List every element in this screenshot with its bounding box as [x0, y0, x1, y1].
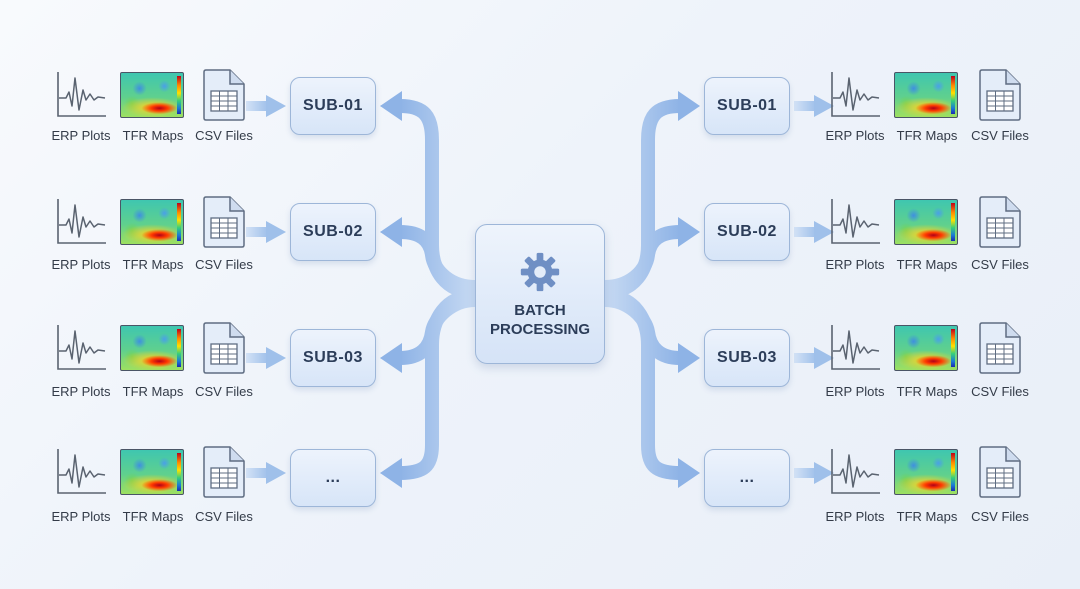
left-row-1-heatmap-icon: [120, 72, 184, 118]
right-subject-box-2: SUB-02: [704, 203, 790, 261]
colorbar: [177, 453, 181, 491]
right-arrowhead-2: [678, 217, 700, 247]
right-row-1-erp-label: ERP Plots: [825, 128, 885, 143]
left-row-1-waveform-icon: [57, 72, 106, 117]
batch-label-line1: BATCH: [514, 302, 566, 319]
right-small-arrowhead-2: [814, 221, 834, 243]
right-row-3-spreadsheet-file-icon: [979, 322, 1021, 374]
left-row-1-erp-label: ERP Plots: [51, 128, 111, 143]
right-small-arrow-shaft-1: [794, 101, 816, 111]
left-subject-box-more: ...: [290, 449, 376, 507]
colorbar: [951, 453, 955, 491]
right-row-4-heatmap-icon: [894, 449, 958, 495]
colorbar: [951, 203, 955, 241]
right-row-4-tfr-label: TFR Maps: [896, 509, 958, 524]
right-row-2-erp-label: ERP Plots: [825, 257, 885, 272]
right-row-4-csv-label: CSV Files: [971, 509, 1029, 524]
left-row-3-waveform-icon: [57, 325, 106, 370]
right-row-1-spreadsheet-file-icon: [979, 69, 1021, 121]
right-flow-2: [604, 225, 681, 294]
left-row-1-csv-label: CSV Files: [195, 128, 253, 143]
right-subject-box-3: SUB-03: [704, 329, 790, 387]
left-small-arrowhead-1: [266, 95, 286, 117]
right-row-3-erp-label: ERP Plots: [825, 384, 885, 399]
right-row-1-waveform-icon: [831, 72, 880, 117]
right-arrowhead-3: [678, 343, 700, 373]
right-row-2-waveform-icon: [831, 199, 880, 244]
left-row-3-tfr-label: TFR Maps: [122, 384, 184, 399]
right-small-arrow-shaft-4: [794, 468, 816, 478]
right-row-4-erp-label: ERP Plots: [825, 509, 885, 524]
left-row-2-erp-label: ERP Plots: [51, 257, 111, 272]
colorbar: [177, 76, 181, 114]
right-row-4-spreadsheet-file-icon: [979, 446, 1021, 498]
left-row-2-heatmap-icon: [120, 199, 184, 245]
left-small-arrow-shaft-2: [246, 227, 268, 237]
left-row-2-waveform-icon: [57, 199, 106, 244]
right-row-4-waveform-icon: [831, 449, 880, 494]
right-row-3-tfr-label: TFR Maps: [896, 384, 958, 399]
right-row-3-csv-label: CSV Files: [971, 384, 1029, 399]
left-arrowhead-4: [380, 458, 402, 488]
left-arrowhead-3: [380, 343, 402, 373]
left-row-4-heatmap-icon: [120, 449, 184, 495]
left-small-arrow-shaft-1: [246, 101, 268, 111]
batch-processing-box: BATCH PROCESSING: [475, 224, 605, 364]
left-row-4-csv-label: CSV Files: [195, 509, 253, 524]
left-row-1-spreadsheet-file-icon: [203, 69, 245, 121]
left-subject-box-1: SUB-01: [290, 77, 376, 135]
batch-label-line2: PROCESSING: [489, 321, 591, 338]
colorbar: [951, 329, 955, 367]
right-subject-box-more: ...: [704, 449, 790, 507]
right-small-arrowhead-3: [814, 347, 834, 369]
left-arrowhead-2: [380, 217, 402, 247]
left-small-arrow-shaft-3: [246, 353, 268, 363]
right-small-arrow-shaft-2: [794, 227, 816, 237]
right-row-3-waveform-icon: [831, 325, 880, 370]
left-row-3-erp-label: ERP Plots: [51, 384, 111, 399]
colorbar: [177, 203, 181, 241]
left-row-3-heatmap-icon: [120, 325, 184, 371]
right-row-2-csv-label: CSV Files: [971, 257, 1029, 272]
left-subject-box-2: SUB-02: [290, 203, 376, 261]
left-row-4-erp-label: ERP Plots: [51, 509, 111, 524]
left-row-2-spreadsheet-file-icon: [203, 196, 245, 248]
right-small-arrow-shaft-3: [794, 353, 816, 363]
right-row-2-tfr-label: TFR Maps: [896, 257, 958, 272]
colorbar: [951, 76, 955, 114]
right-small-arrowhead-4: [814, 462, 834, 484]
gear-icon: [520, 252, 560, 292]
colorbar: [177, 329, 181, 367]
left-arrowhead-1: [380, 91, 402, 121]
right-row-1-heatmap-icon: [894, 72, 958, 118]
left-row-4-tfr-label: TFR Maps: [122, 509, 184, 524]
right-small-arrowhead-1: [814, 95, 834, 117]
right-arrowhead-1: [678, 91, 700, 121]
right-subject-box-1: SUB-01: [704, 77, 790, 135]
left-row-1-tfr-label: TFR Maps: [122, 128, 184, 143]
right-flow-4: [604, 289, 681, 480]
left-flow-4: [399, 289, 476, 480]
left-row-4-waveform-icon: [57, 449, 106, 494]
right-arrowhead-4: [678, 458, 700, 488]
left-row-2-csv-label: CSV Files: [195, 257, 253, 272]
left-row-3-spreadsheet-file-icon: [203, 322, 245, 374]
left-subject-box-3: SUB-03: [290, 329, 376, 387]
left-row-3-csv-label: CSV Files: [195, 384, 253, 399]
right-row-2-heatmap-icon: [894, 199, 958, 245]
left-flow-2: [399, 225, 476, 294]
right-row-3-heatmap-icon: [894, 325, 958, 371]
right-row-2-spreadsheet-file-icon: [979, 196, 1021, 248]
right-row-1-tfr-label: TFR Maps: [896, 128, 958, 143]
left-row-2-tfr-label: TFR Maps: [122, 257, 184, 272]
left-small-arrowhead-3: [266, 347, 286, 369]
left-small-arrowhead-4: [266, 462, 286, 484]
left-small-arrow-shaft-4: [246, 468, 268, 478]
right-row-1-csv-label: CSV Files: [971, 128, 1029, 143]
left-row-4-spreadsheet-file-icon: [203, 446, 245, 498]
left-small-arrowhead-2: [266, 221, 286, 243]
